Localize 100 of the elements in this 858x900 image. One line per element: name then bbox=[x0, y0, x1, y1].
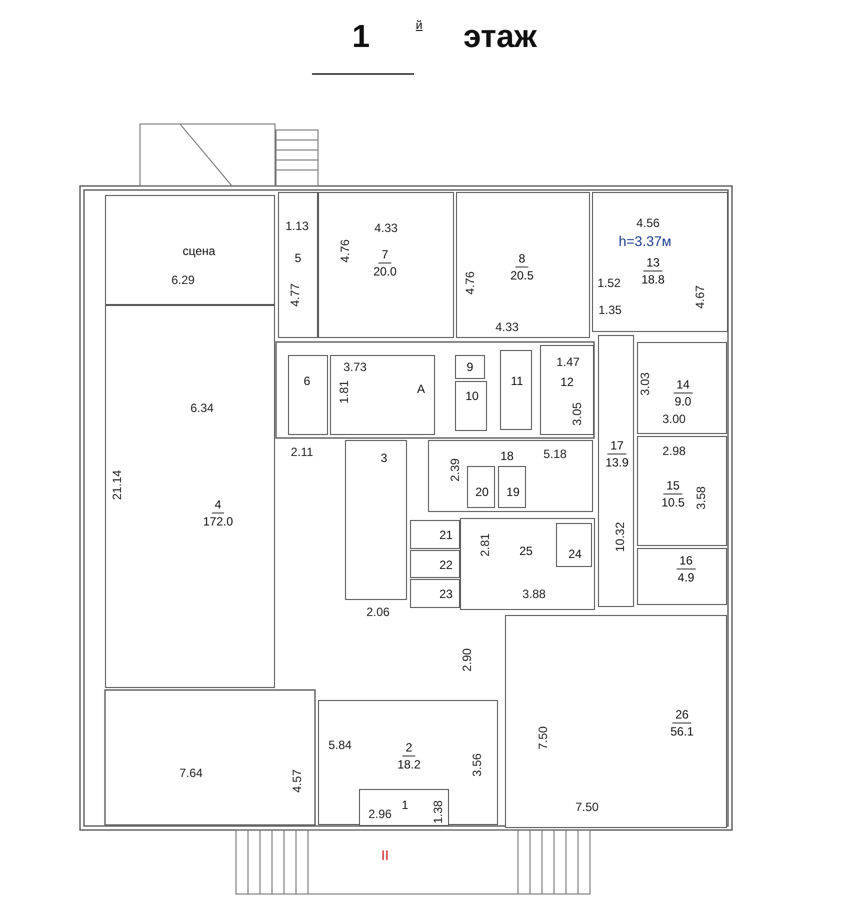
room-number: 11 bbox=[510, 373, 524, 389]
room-number: 24 bbox=[567, 546, 583, 562]
dimension-label: 4.76 bbox=[463, 271, 477, 295]
room-outline bbox=[318, 192, 454, 338]
dimension-label: 3.56 bbox=[470, 753, 484, 777]
dimension-label: 4.57 bbox=[290, 769, 304, 793]
dimension-label: 4.33 bbox=[374, 221, 398, 235]
dimension-label: 3.03 bbox=[638, 372, 652, 396]
dimension-label: 4.67 bbox=[693, 285, 707, 309]
room-number: 5 bbox=[294, 250, 302, 266]
dimension-label: 2.11 bbox=[290, 445, 314, 459]
room-outline bbox=[105, 195, 275, 305]
room-number: 16 bbox=[676, 552, 696, 570]
dimension-label: 6.34 bbox=[190, 401, 214, 415]
room-outline bbox=[540, 345, 594, 435]
room-number: 9 bbox=[466, 359, 474, 375]
room-number: 20 bbox=[474, 484, 490, 500]
dimension-label: 1.47 bbox=[556, 355, 580, 369]
dimension-label: 3.05 bbox=[570, 402, 584, 426]
room-outline bbox=[288, 355, 328, 435]
room-outline bbox=[598, 335, 634, 607]
room-number: 13 bbox=[643, 254, 663, 272]
room-number: 10 bbox=[464, 388, 480, 404]
room-outline bbox=[410, 550, 460, 578]
dimension-label: 2.06 bbox=[366, 605, 390, 619]
room-number: 14 bbox=[673, 376, 693, 394]
room-area: 18.2 bbox=[394, 756, 424, 772]
dimension-label: 6.29 bbox=[171, 273, 195, 287]
dimension-label: 3.73 bbox=[343, 360, 367, 374]
dimension-label: 2.81 bbox=[478, 533, 492, 557]
room-area: 56.1 bbox=[667, 724, 697, 740]
room-number: 6 bbox=[302, 373, 312, 389]
room-number: 25 bbox=[518, 543, 534, 559]
room-area: 20.0 bbox=[370, 264, 400, 280]
room-area: 10.5 bbox=[658, 494, 688, 510]
dimension-label: 7.50 bbox=[575, 800, 599, 814]
room-number: 17 bbox=[607, 438, 627, 454]
room-number: 18 bbox=[499, 448, 515, 464]
room-number: 2 bbox=[402, 740, 416, 756]
dimension-label: 2.96 bbox=[368, 807, 392, 821]
room-outline bbox=[410, 520, 460, 549]
room-number: A bbox=[416, 381, 426, 397]
dimension-label: 4.76 bbox=[338, 239, 352, 263]
room-outline bbox=[359, 789, 449, 826]
room-outline bbox=[455, 355, 485, 379]
entrance-mark: II bbox=[381, 848, 389, 862]
room-outline bbox=[410, 579, 460, 608]
dimension-label: 4.33 bbox=[495, 320, 519, 334]
room-number: 4 bbox=[212, 496, 224, 514]
room-outline bbox=[637, 548, 727, 605]
dimension-label: 2.90 bbox=[460, 648, 474, 672]
room-number: 12 bbox=[559, 374, 575, 390]
room-number: 22 bbox=[438, 557, 454, 573]
dimension-label: 1.52 bbox=[597, 276, 621, 290]
dimension-label: 5.84 bbox=[328, 738, 352, 752]
room-number: 26 bbox=[672, 706, 692, 724]
room-area: 172.0 bbox=[200, 514, 236, 530]
room-outline bbox=[467, 466, 495, 508]
dimension-label: 5.18 bbox=[543, 447, 567, 461]
dimension-label: 3.58 bbox=[694, 486, 708, 510]
room-outline bbox=[455, 381, 487, 431]
room-number: сцена bbox=[182, 243, 216, 259]
room-outline bbox=[556, 523, 592, 567]
room-outline bbox=[456, 192, 590, 338]
dimension-label: 2.98 bbox=[662, 444, 686, 458]
room-area: 4.9 bbox=[674, 570, 698, 586]
room-number: 3 bbox=[380, 450, 388, 466]
ceiling-height-label: h=3.37м bbox=[618, 234, 672, 248]
dimension-label: 1.13 bbox=[285, 219, 309, 233]
dimension-label: 3.00 bbox=[662, 412, 686, 426]
room-number: 7 bbox=[378, 246, 392, 264]
room-number: 8 bbox=[516, 250, 528, 268]
room-outline bbox=[345, 440, 407, 600]
room-number: 15 bbox=[663, 478, 683, 494]
dimension-label: 7.50 bbox=[536, 726, 550, 750]
room-number: 1 bbox=[400, 797, 410, 813]
room-area: 18.8 bbox=[638, 272, 668, 288]
room-outline bbox=[637, 342, 727, 434]
room-area: 9.0 bbox=[672, 394, 694, 410]
dimension-label: 7.64 bbox=[179, 766, 203, 780]
room-number: 19 bbox=[505, 484, 521, 500]
room-number: 23 bbox=[438, 586, 454, 602]
room-outline bbox=[428, 440, 593, 512]
room-outline bbox=[278, 192, 318, 338]
room-area: 13.9 bbox=[602, 454, 632, 470]
room-outline bbox=[592, 192, 728, 332]
dimension-label: 4.77 bbox=[288, 283, 302, 307]
dimension-label: 1.38 bbox=[431, 800, 445, 824]
dimension-label: 1.81 bbox=[337, 380, 351, 404]
room-area: 20.5 bbox=[507, 268, 537, 284]
room-outline bbox=[498, 466, 526, 508]
room-outline bbox=[330, 355, 435, 435]
room-outline bbox=[505, 615, 727, 828]
dimension-label: 21.14 bbox=[110, 470, 124, 500]
room-number: 21 bbox=[438, 527, 454, 543]
dimension-label: 3.88 bbox=[522, 587, 546, 601]
dimension-label: 1.35 bbox=[598, 303, 622, 317]
dimension-label: 10.32 bbox=[613, 522, 627, 552]
room-outline bbox=[500, 350, 532, 430]
room-outline bbox=[637, 436, 727, 546]
